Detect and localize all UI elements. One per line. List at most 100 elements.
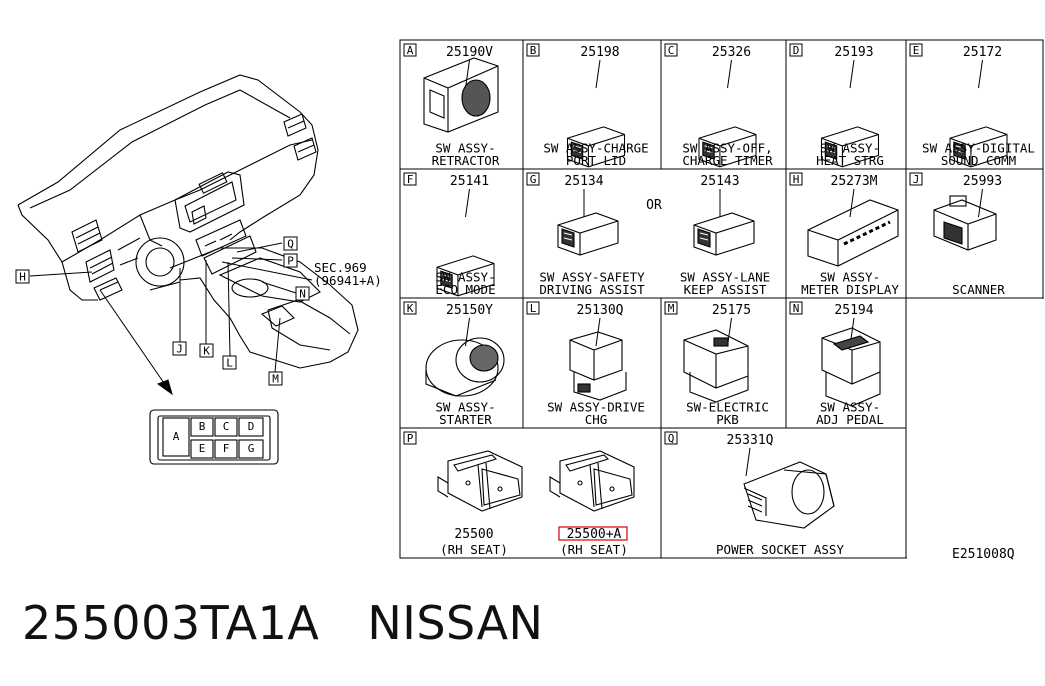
cell-letter: J — [913, 173, 920, 186]
part-number-label: 25190V — [446, 45, 493, 60]
part-description-line: (RH SEAT) — [440, 542, 508, 557]
callout-label: K — [203, 345, 210, 358]
callout-label: H — [19, 271, 26, 284]
part-description-line: SW ASSY- — [435, 270, 495, 285]
part-description-line: SOUND COMM — [941, 153, 1016, 168]
cell-letter: Q — [668, 432, 675, 445]
part-number-label: 25172 — [963, 45, 1002, 60]
switch-cluster — [149, 409, 279, 465]
callout-l: L — [222, 355, 237, 370]
cell-letter: E — [913, 44, 920, 57]
dashboard-overview — [17, 74, 359, 369]
part-number-label: 25141 — [450, 174, 489, 189]
part-description-line: SW ASSY- — [820, 270, 880, 285]
cell-letter: B — [530, 44, 537, 57]
sec-ref-line1: SEC.969 — [314, 260, 367, 275]
callout-label: Q — [287, 238, 294, 251]
part-number-label: 25134 — [564, 174, 603, 189]
callout-n: N — [295, 286, 310, 301]
part-description-line: SW ASSY-LANE — [680, 270, 770, 285]
cluster-key-d: D — [248, 420, 255, 433]
part-illustration — [820, 126, 880, 168]
part-description-line: STARTER — [439, 412, 492, 427]
callout-m: M — [268, 371, 283, 386]
part-illustration — [423, 57, 499, 133]
part-number-label: 25326 — [712, 45, 751, 60]
cluster-key-b: B — [199, 420, 206, 433]
part-illustration — [821, 327, 881, 407]
or-label: OR — [646, 198, 662, 213]
part-number-label: 25198 — [580, 45, 619, 60]
part-description-line: SCANNER — [952, 282, 1005, 297]
brand-name: NISSAN — [367, 596, 544, 650]
part-illustration — [569, 331, 627, 401]
part-description-line: SW ASSY- — [820, 400, 880, 415]
part-cell-k: K 25150Y SW ASSY-STARTER — [403, 301, 505, 427]
part-description-line: ADJ PEDAL — [816, 412, 884, 427]
part-number-label: 25993 — [963, 174, 1002, 189]
part-illustration — [933, 195, 997, 251]
cell-letter: H — [793, 173, 800, 186]
sec-ref-line2: (96941+A) — [314, 273, 382, 288]
part-cell-f: F 25141 SW ASSY-ECO MODE — [403, 172, 496, 297]
part-illustration — [436, 255, 495, 297]
part-description-line: HEAT STRG — [816, 153, 884, 168]
part-description-line: SW ASSY- — [435, 141, 495, 156]
diagram-code: E251008Q — [952, 547, 1015, 562]
callout-q: Q — [283, 236, 298, 251]
callout-j: J — [172, 341, 187, 356]
part-description-line: (RH SEAT) — [560, 542, 628, 557]
part-number-label: 25175 — [712, 303, 751, 318]
part-description-line: SW ASSY-CHARGE — [543, 141, 648, 156]
part-description-line: DRIVING ASSIST — [539, 282, 645, 297]
cell-letter: D — [793, 44, 800, 57]
part-description-line: CHG — [585, 412, 608, 427]
part-number-label: 25500 — [454, 527, 493, 542]
part-description-line: SW-ELECTRIC — [686, 400, 769, 415]
part-cell-d: D 25193 SW ASSY-HEAT STRG — [789, 43, 884, 168]
callout-k: K — [199, 343, 214, 358]
callout-boxes: H QP N J KL M — [15, 236, 310, 386]
cell-letter: F — [407, 173, 414, 186]
part-number-label: 25331Q — [727, 433, 774, 448]
part-description-line: SW ASSY- — [435, 400, 495, 415]
part-illustration — [807, 199, 899, 267]
part-number-label: 25143 — [700, 174, 739, 189]
cluster-key-f: F — [223, 442, 230, 455]
cell-letter: G — [530, 173, 537, 186]
cluster-key-a: A — [173, 430, 180, 443]
part-number-label: 25150Y — [446, 303, 493, 318]
part-description-line: SW ASSY-OFF, — [682, 141, 772, 156]
part-number-label: 25193 — [834, 45, 873, 60]
callout-label: P — [287, 255, 294, 268]
part-description-line: SW ASSY- — [820, 141, 880, 156]
cell-letter: P — [407, 432, 414, 445]
cluster-key-e: E — [199, 442, 206, 455]
part-description-line: ECO MODE — [435, 282, 495, 297]
part-number-label: 25500+A — [567, 527, 622, 542]
part-description-line: SW ASSY-SAFETY — [539, 270, 645, 285]
callout-p: P — [283, 253, 298, 268]
part-cell-n: N 25194 SW ASSY-ADJ PEDAL — [789, 301, 884, 427]
part-illustration — [698, 126, 757, 168]
part-illustration — [949, 126, 1008, 168]
part-number-label: 25194 — [834, 303, 873, 318]
part-description-line: RETRACTOR — [432, 153, 500, 168]
cell-letter: K — [407, 302, 414, 315]
part-description-line: PKB — [716, 412, 739, 427]
cell-letter: N — [793, 302, 800, 315]
callout-label: M — [272, 373, 279, 386]
part-description-line: METER DISPLAY — [801, 282, 899, 297]
part-description-line: SW ASSY-DIGITAL — [922, 141, 1035, 156]
